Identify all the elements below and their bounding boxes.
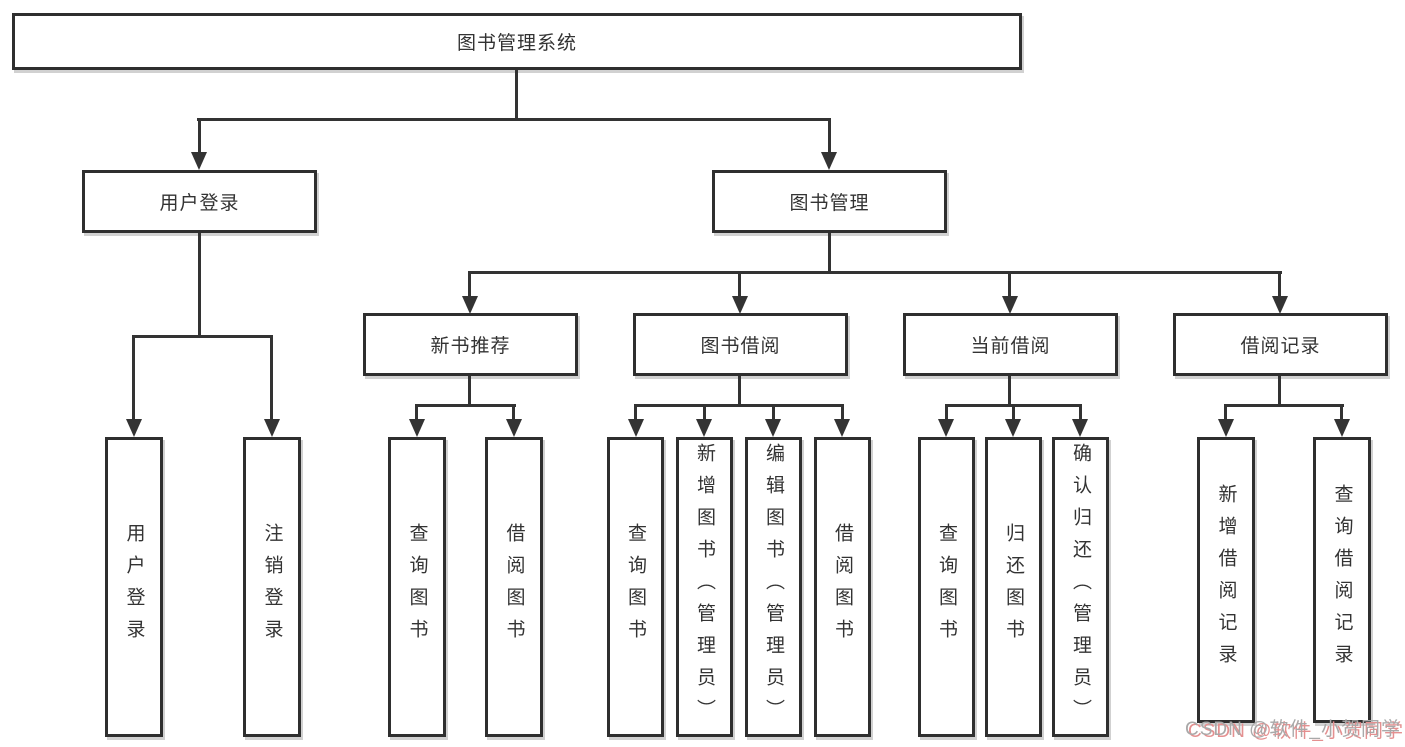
- connector-arrowhead-down: [765, 419, 781, 437]
- connector-line: [703, 406, 706, 421]
- connector-line: [634, 404, 844, 407]
- connector-line: [1008, 376, 1011, 407]
- connector-line: [1008, 273, 1011, 298]
- leaf-label: 确认归还（管理员）: [1070, 443, 1091, 731]
- connector-line: [415, 406, 418, 421]
- connector-line: [738, 273, 741, 298]
- leaf-label: 借阅图书: [503, 523, 525, 651]
- leaf-confirm-return-admin: 确认归还（管理员）: [1052, 437, 1109, 737]
- node-book-borrow: 图书借阅: [633, 313, 848, 376]
- connector-line: [841, 406, 844, 421]
- leaf-edit-book-admin: 编辑图书（管理员）: [745, 437, 802, 737]
- connector-line: [772, 406, 775, 421]
- connector-line: [468, 271, 1282, 274]
- connector-line: [468, 376, 471, 407]
- node-current-borrow: 当前借阅: [903, 313, 1118, 376]
- leaf-label: 查询图书: [406, 523, 428, 651]
- connector-line: [738, 376, 741, 407]
- connector-line: [198, 233, 201, 338]
- leaf-add-book-admin: 新增图书（管理员）: [676, 437, 733, 737]
- connector-arrowhead-down: [1072, 419, 1088, 437]
- leaf-label: 查询借阅记录: [1331, 484, 1353, 676]
- connector-line: [197, 118, 831, 121]
- connector-arrowhead-down: [834, 419, 850, 437]
- node-root-label: 图书管理系统: [456, 33, 577, 54]
- connector-arrowhead-down: [732, 296, 748, 314]
- connector-arrowhead-down: [1002, 296, 1018, 314]
- connector-line: [468, 273, 471, 298]
- connector-line: [270, 337, 273, 419]
- connector-arrowhead-down: [1334, 419, 1350, 437]
- node-current-borrow-label: 当前借阅: [970, 336, 1051, 357]
- connector-line: [945, 406, 948, 421]
- node-book-borrow-label: 图书借阅: [700, 336, 781, 357]
- connector-arrowhead-down: [264, 419, 280, 437]
- csdn-watermark: CSDN @软件_小贺同学: [1185, 719, 1401, 740]
- connector-line: [515, 70, 518, 120]
- connector-arrowhead-down: [696, 419, 712, 437]
- leaf-label: 归还图书: [1003, 523, 1024, 651]
- connector-line: [198, 120, 201, 153]
- leaf-label: 查询图书: [625, 523, 646, 651]
- leaf-label: 借阅图书: [832, 523, 853, 651]
- node-book-management-label: 图书管理: [789, 193, 870, 214]
- connector-arrowhead-down: [462, 296, 478, 314]
- leaf-add-borrow-record: 新增借阅记录: [1197, 437, 1255, 723]
- connector-line: [415, 404, 516, 407]
- connector-line: [634, 406, 637, 421]
- node-new-book-recommend: 新书推荐: [363, 313, 578, 376]
- connector-arrowhead-down: [1218, 419, 1234, 437]
- connector-arrowhead-down: [1005, 419, 1021, 437]
- connector-arrowhead-down: [821, 152, 837, 170]
- node-book-management: 图书管理: [712, 170, 947, 233]
- leaf-query-book-3: 查询图书: [918, 437, 975, 737]
- leaf-return-book: 归还图书: [985, 437, 1042, 737]
- leaf-label: 查询图书: [936, 523, 957, 651]
- node-user-login-label: 用户登录: [159, 193, 240, 214]
- leaf-borrow-book-1: 借阅图书: [485, 437, 543, 737]
- connector-line: [1224, 406, 1227, 421]
- node-borrow-record-label: 借阅记录: [1240, 336, 1321, 357]
- leaf-borrow-book-2: 借阅图书: [814, 437, 871, 737]
- leaf-query-book-1: 查询图书: [388, 437, 446, 737]
- connector-arrowhead-down: [409, 419, 425, 437]
- connector-arrowhead-down: [191, 152, 207, 170]
- leaf-label: 新增借阅记录: [1215, 484, 1237, 676]
- leaf-label: 新增图书（管理员）: [694, 443, 715, 731]
- node-borrow-record: 借阅记录: [1173, 313, 1388, 376]
- connector-arrowhead-down: [938, 419, 954, 437]
- connector-arrowhead-down: [126, 419, 142, 437]
- connector-line: [828, 120, 831, 153]
- connector-line: [828, 233, 831, 274]
- connector-arrowhead-down: [628, 419, 644, 437]
- connector-line: [945, 404, 1082, 407]
- connector-arrowhead-down: [1272, 296, 1288, 314]
- connector-line: [1278, 273, 1281, 298]
- leaf-user-login: 用户登录: [105, 437, 163, 737]
- connector-line: [132, 335, 273, 338]
- leaf-query-borrow-record: 查询借阅记录: [1313, 437, 1371, 723]
- connector-arrowhead-down: [506, 419, 522, 437]
- connector-line: [1278, 376, 1281, 407]
- leaf-label: 编辑图书（管理员）: [763, 443, 784, 731]
- leaf-query-book-2: 查询图书: [607, 437, 664, 737]
- connector-line: [1012, 406, 1015, 421]
- leaf-label: 注销登录: [261, 523, 283, 651]
- connector-line: [1224, 404, 1344, 407]
- connector-line: [512, 406, 515, 421]
- node-user-login: 用户登录: [82, 170, 317, 233]
- connector-line: [1079, 406, 1082, 421]
- node-root: 图书管理系统: [12, 13, 1022, 70]
- leaf-label: 用户登录: [123, 523, 145, 651]
- leaf-logout: 注销登录: [243, 437, 301, 737]
- connector-line: [1340, 406, 1343, 421]
- connector-line: [132, 337, 135, 419]
- node-new-book-recommend-label: 新书推荐: [430, 336, 511, 357]
